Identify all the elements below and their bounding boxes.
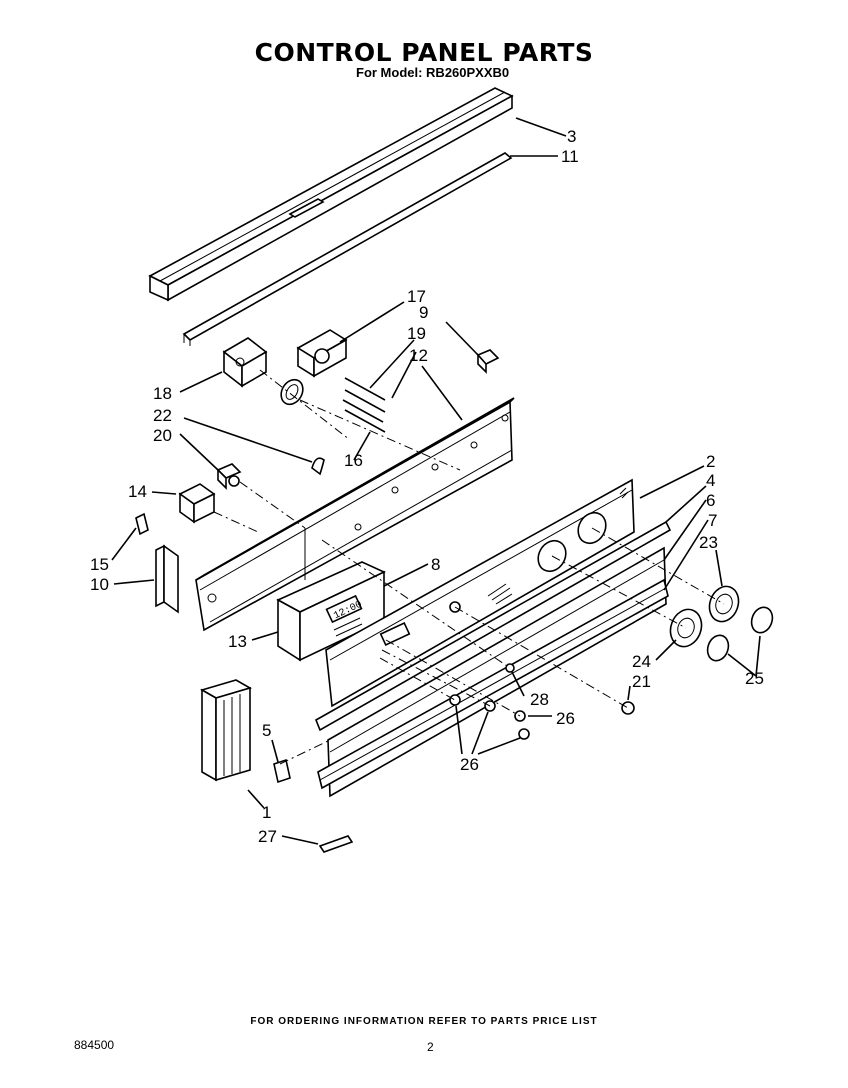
callout-17: 17 [407, 287, 426, 306]
part-19-ring [280, 378, 304, 406]
callout-9: 9 [419, 303, 428, 322]
leader-lines [111, 117, 761, 845]
callout-7: 7 [708, 511, 717, 530]
part-4-trim-strip [314, 520, 672, 732]
part-22-wire-clip [311, 457, 325, 476]
callout-26-bottom: 26 [460, 755, 479, 774]
callout-6: 6 [706, 491, 715, 510]
part-3-top-trim [148, 87, 514, 302]
callout-22: 22 [153, 406, 172, 425]
part-14-bracket [178, 483, 216, 524]
callout-27: 27 [258, 827, 277, 846]
page-title: CONTROL PANEL PARTS [254, 38, 594, 67]
callout-12: 12 [409, 346, 428, 365]
callout-13: 13 [228, 632, 247, 651]
callout-28: 28 [530, 690, 549, 709]
part-10-side-bracket [155, 544, 179, 614]
part-5-insulator [273, 758, 291, 784]
part-27-clip [318, 835, 354, 853]
model-subtitle: For Model: RB260PXXB0 [356, 65, 510, 80]
callout-23: 23 [699, 533, 718, 552]
ordering-note: FOR ORDERING INFORMATION REFER TO PARTS … [250, 1016, 598, 1027]
callout-26-right: 26 [556, 709, 575, 728]
callout-20: 20 [153, 426, 172, 445]
callout-1: 1 [262, 803, 271, 822]
callout-5: 5 [262, 721, 271, 740]
part-7-bottom-trim [317, 578, 669, 790]
part-20-knob-insert [216, 463, 242, 490]
page-number: 2 [427, 1040, 434, 1054]
part-25-control-knob [706, 606, 774, 662]
callout-4: 4 [706, 471, 715, 490]
part-9-clip [476, 349, 500, 374]
callout-3: 3 [567, 127, 576, 146]
callout-19: 19 [407, 324, 426, 343]
part-21-nut [621, 701, 635, 715]
callout-11: 11 [561, 147, 579, 166]
callout-24: 24 [632, 652, 651, 671]
part-17-selector-switch [296, 329, 348, 378]
part-16-wire-leads [342, 377, 386, 433]
part-18-clock-motor [222, 337, 268, 388]
callout-10: 10 [90, 575, 109, 594]
callout-25: 25 [745, 669, 764, 688]
part-13-clock-module: 12:00 [276, 561, 386, 662]
callout-21: 21 [632, 672, 651, 691]
callout-2: 2 [706, 452, 715, 471]
callout-8: 8 [431, 555, 440, 574]
document-number: 884500 [74, 1038, 115, 1052]
callout-15: 15 [90, 555, 109, 574]
callout-16: 16 [344, 451, 363, 470]
callout-18: 18 [153, 384, 172, 403]
part-28-screw [505, 663, 515, 673]
callout-labels: 3 11 17 9 19 12 18 22 20 16 14 15 10 13 … [90, 127, 764, 846]
assembly-lines [213, 369, 725, 765]
part-11-trim-rod [182, 152, 513, 346]
back-control-panel [195, 397, 515, 632]
part-15-clip [135, 512, 149, 536]
part-1-switch-block [199, 679, 253, 782]
callout-14: 14 [128, 482, 147, 501]
